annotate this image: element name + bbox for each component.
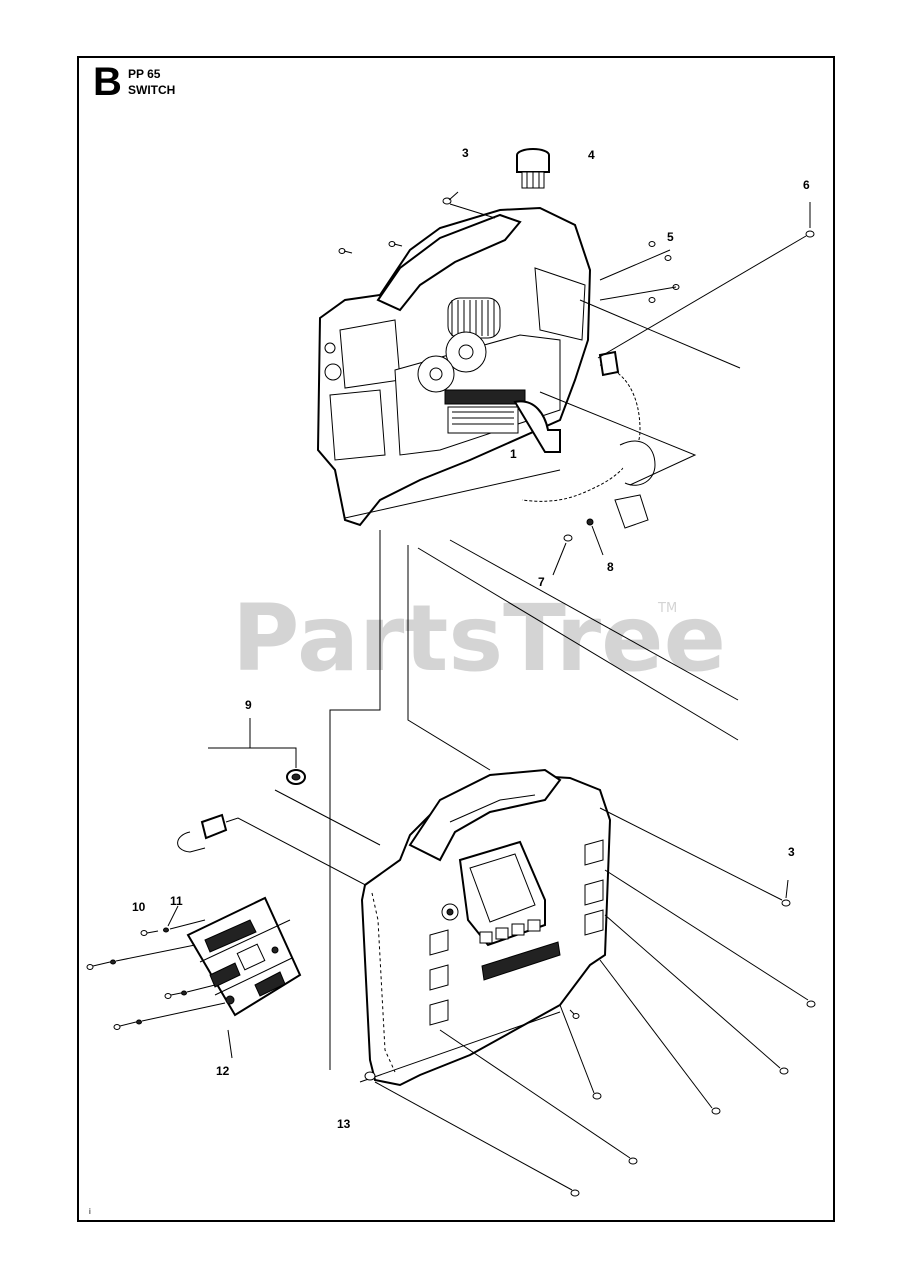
title-block: PP 65 SWITCH [128, 66, 175, 98]
callout-6: 6 [803, 178, 810, 192]
callout-1: 1 [510, 447, 517, 461]
leader-5-diag [579, 299, 741, 369]
footer-mark: i [89, 1207, 91, 1216]
callout-9: 9 [245, 698, 252, 712]
boss-13 [364, 1071, 376, 1081]
cable-harness [521, 350, 697, 529]
section-letter: B [93, 60, 122, 104]
grommet-part-9 [208, 718, 381, 846]
explode-guides [329, 530, 739, 1070]
nut-7 [552, 534, 573, 576]
washer-8 [586, 518, 604, 556]
connector-cable [177, 813, 376, 891]
callout-7: 7 [538, 575, 545, 589]
front-cover [359, 768, 612, 1087]
cover-screws [374, 807, 816, 1197]
board-screws [86, 905, 233, 1059]
callout-3-top: 3 [462, 146, 469, 160]
callout-4: 4 [588, 148, 595, 162]
circuit-board-12 [186, 896, 302, 1017]
model-label: PP 65 [128, 67, 161, 81]
callout-10: 10 [132, 900, 146, 914]
frame-assembly [316, 206, 592, 527]
page-frame [77, 56, 835, 1222]
callout-labels: 3 4 6 5 1 7 8 9 3 10 11 12 13 i [89, 146, 810, 1216]
callout-11: 11 [170, 894, 183, 908]
knob-part [516, 148, 550, 189]
section-title: SWITCH [128, 83, 176, 97]
callout-3-lower: 3 [788, 845, 795, 859]
watermark-text: PartsTree [232, 585, 726, 692]
screw-group-5 [599, 241, 680, 303]
callout-12: 12 [216, 1064, 230, 1078]
callout-5: 5 [667, 230, 674, 244]
screw-3-upper [442, 191, 496, 219]
screw-group-left [338, 241, 403, 254]
screw-6 [597, 202, 815, 359]
callout-8: 8 [607, 560, 614, 574]
watermark-trademark: TM [657, 601, 677, 616]
callout-13: 13 [337, 1117, 351, 1131]
